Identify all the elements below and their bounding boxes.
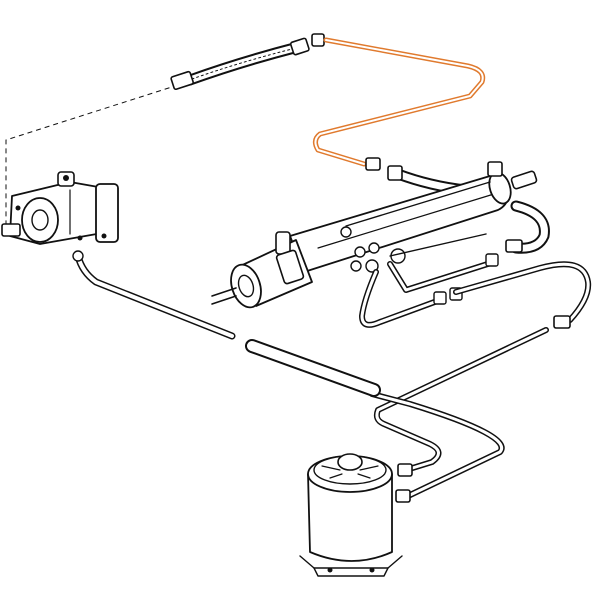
pressure-line-upper bbox=[312, 37, 486, 171]
steering-rack bbox=[211, 161, 538, 309]
dashed-leader-line bbox=[5, 84, 179, 235]
fluid-reservoir bbox=[299, 453, 403, 577]
return-line-right bbox=[373, 261, 592, 477]
power-steering-pump bbox=[1, 171, 119, 245]
rack-return-braided-hose bbox=[505, 200, 550, 254]
suction-pipe bbox=[72, 250, 381, 397]
rack-cross-pipes bbox=[359, 253, 499, 328]
return-line-lower bbox=[369, 391, 505, 503]
upper-braided-hose bbox=[170, 33, 325, 91]
